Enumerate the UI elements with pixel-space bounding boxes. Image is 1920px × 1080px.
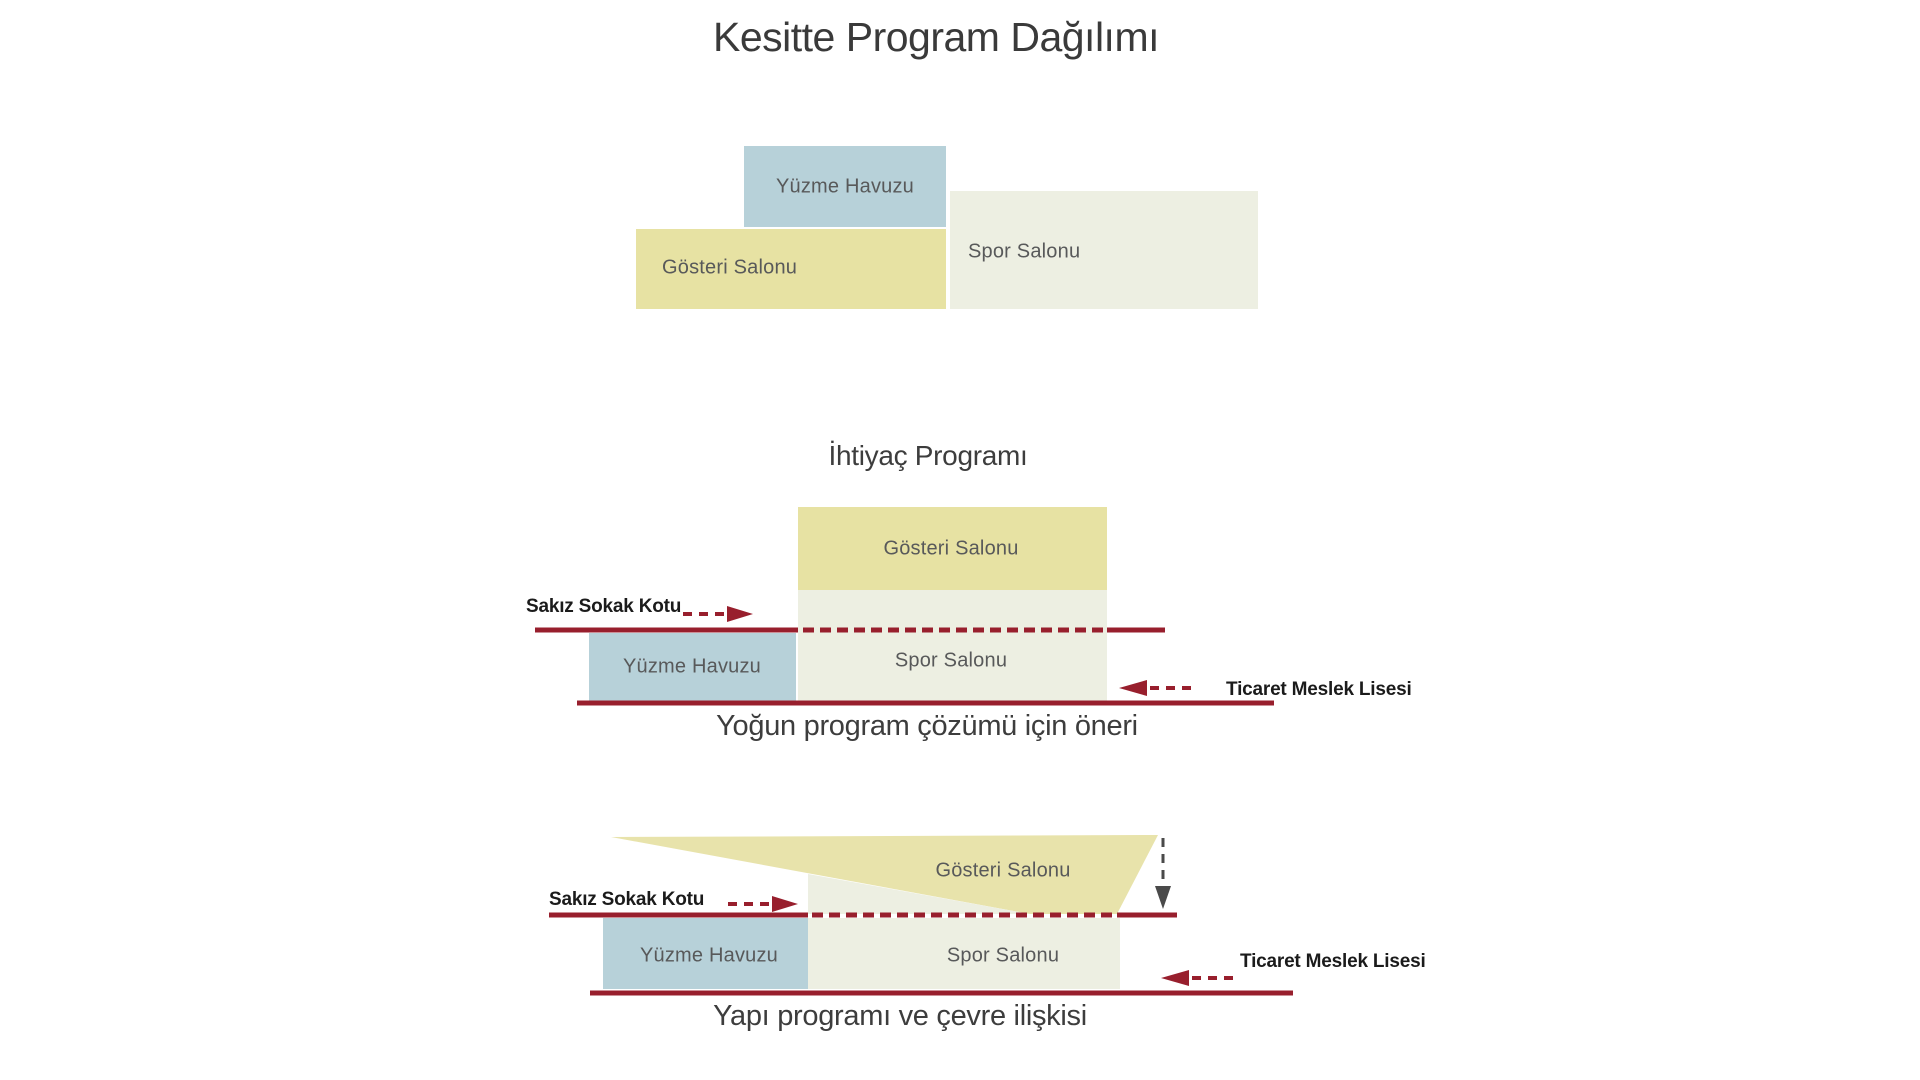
top-pool-label: Yüzme Havuzu	[775, 175, 915, 198]
middle-pool-label: Yüzme Havuzu	[622, 655, 762, 678]
middle-street-level-label: Sakız Sokak Kotu	[526, 596, 682, 617]
middle-sport-hall-label: Spor Salonu	[894, 649, 1008, 672]
top-show-hall-box	[636, 229, 946, 309]
middle-school-arrowhead-icon	[1119, 680, 1147, 696]
middle-caption: Yoğun program çözümü için öneri	[716, 710, 1138, 742]
middle-show-hall-label: Gösteri Salonu	[883, 537, 1019, 560]
top-sport-hall-label: Spor Salonu	[968, 240, 1081, 263]
middle-pool-box	[589, 633, 796, 702]
bottom-street-level-label: Sakız Sokak Kotu	[549, 889, 705, 910]
middle-heading: İhtiyaç Programı	[828, 440, 1028, 471]
middle-sport-hall-box	[798, 590, 1107, 702]
middle-school-label: Ticaret Meslek Lisesi	[1226, 679, 1412, 700]
page-title: Kesitte Program Dağılımı	[713, 14, 1160, 60]
top-sport-hall-box	[950, 191, 1258, 309]
bottom-caption: Yapı programı ve çevre ilişkisi	[713, 1000, 1087, 1032]
middle-show-hall-box	[798, 507, 1107, 590]
wedge-down-arrowhead-icon	[1155, 886, 1171, 909]
middle-street-arrowhead-icon	[727, 606, 753, 622]
bottom-sport-hall-box	[808, 918, 1120, 989]
top-pool-box	[744, 146, 946, 227]
bottom-school-arrowhead-icon	[1161, 970, 1189, 986]
top-show-hall-label: Gösteri Salonu	[662, 256, 798, 279]
bottom-pool-box	[603, 918, 808, 989]
bottom-sport-hall-label: Spor Salonu	[946, 944, 1060, 967]
bottom-pool-label: Yüzme Havuzu	[639, 944, 779, 967]
bottom-street-arrowhead-icon	[772, 896, 798, 912]
bottom-school-label: Ticaret Meslek Lisesi	[1240, 951, 1426, 972]
bottom-show-hall-label: Gösteri Salonu	[935, 859, 1071, 882]
